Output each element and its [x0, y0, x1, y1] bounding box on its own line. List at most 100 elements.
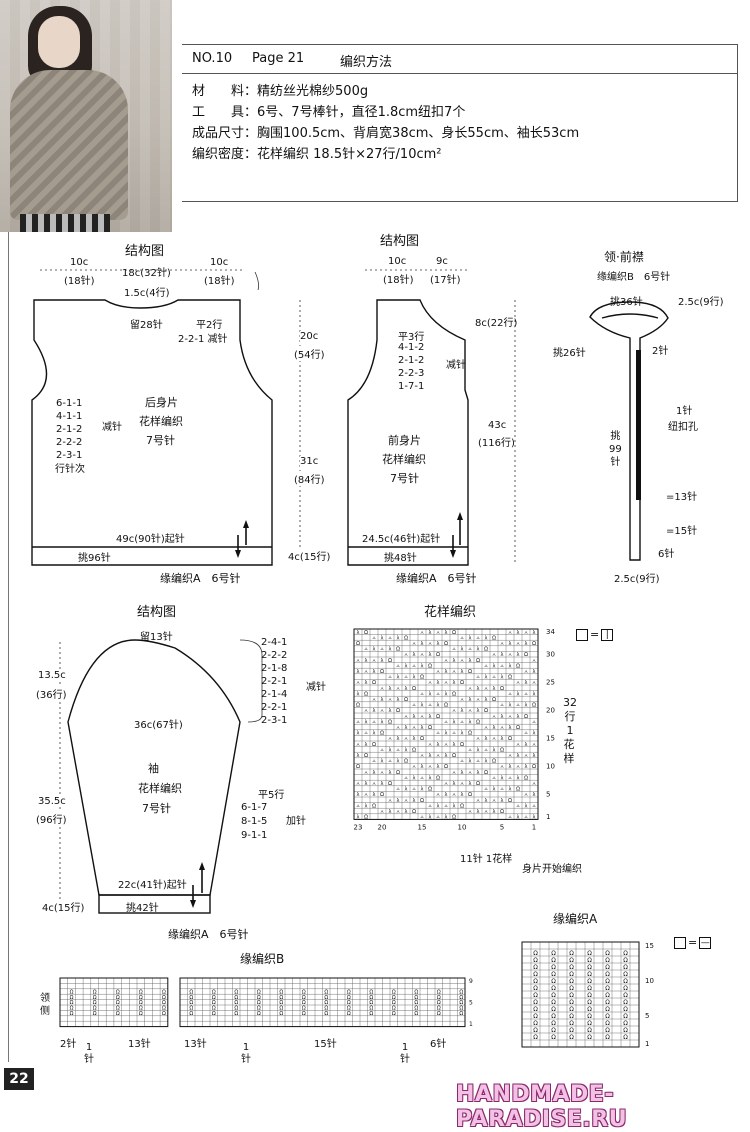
edgeA-stitch-symbol: Ω: [623, 992, 628, 999]
chart-stitch-symbol: ㅅ: [356, 658, 361, 664]
edgeA-stitch-symbol: Ω: [533, 1027, 538, 1034]
chart-stitch-symbol: ㅅ: [484, 809, 489, 815]
chart-stitch-symbol: λ: [461, 708, 464, 714]
chart-stitch-symbol: ㅅ: [476, 635, 481, 641]
chart-stitch-symbol: λ: [437, 641, 440, 647]
chart-stitch-symbol: ㅅ: [452, 792, 457, 798]
chart-stitch-symbol: λ: [517, 630, 520, 636]
chart-stitch-symbol: Ω: [396, 647, 400, 653]
collar-st6: 6针: [658, 549, 675, 560]
front-neck-h: 8c(22行): [475, 318, 518, 329]
chart-stitch-symbol: ㅅ: [364, 708, 369, 714]
chart-stitch-symbol: Ω: [508, 798, 512, 804]
chart-stitch-symbol: λ: [421, 725, 424, 731]
chart-stitch-symbol: ㅅ: [412, 703, 417, 709]
chart-stitch-symbol: ㅅ: [460, 635, 465, 641]
edgeA-stitch-symbol: Ω: [605, 992, 610, 999]
chart-stitch-symbol: ㅅ: [428, 764, 433, 770]
chart-stitch-symbol: ㅅ: [412, 764, 417, 770]
edgeA-stitch-symbol: Ω: [587, 950, 592, 957]
chart-stitch-symbol: Ω: [436, 652, 440, 658]
front-neck-dec-label: 减针: [446, 360, 466, 371]
back-width-right-st: (18针): [204, 276, 235, 287]
chart-stitch-symbol: ㅅ: [404, 714, 409, 720]
chart-stitch-symbol: λ: [445, 753, 448, 759]
chart-legend: = |: [576, 628, 614, 641]
chart-stitch-symbol: Ω: [412, 809, 416, 815]
chart-stitch-symbol: λ: [413, 798, 416, 804]
edgeB-stitch-symbol: Ω: [324, 1011, 328, 1017]
chart-stitch-symbol: λ: [493, 725, 496, 731]
edgeB-stitch-symbol: Ω: [162, 1000, 166, 1006]
instructions-header: NO.10 Page 21 编织方法 材 料：精纺丝光棉纱500g 工 具：6号…: [182, 44, 738, 202]
chart-stitch-symbol: λ: [357, 691, 360, 697]
edgeB-stitch-symbol: Ω: [234, 995, 238, 1001]
edgeB-stitch-symbol: Ω: [302, 1006, 306, 1012]
sleeve-name: 袖: [148, 762, 159, 775]
chart-stitch-symbol: ㅅ: [460, 759, 465, 765]
chart-stitch-symbol: λ: [445, 691, 448, 697]
edgeA-stitch-symbol: Ω: [623, 1034, 628, 1041]
sleeve-edge: 缘编织A 6号针: [168, 928, 249, 941]
chart-stitch-symbol: ㅅ: [452, 770, 457, 776]
edgeB-stitch-symbol: Ω: [257, 1000, 261, 1006]
front-width-right-st: (17针): [430, 275, 461, 286]
chart-stitch-symbol: λ: [477, 770, 480, 776]
edgeB-stitch-symbol: Ω: [212, 1011, 216, 1017]
chart-stitch-symbol: λ: [533, 792, 536, 798]
chart-stitch-symbol: ㅅ: [524, 753, 529, 759]
collar-sub: 缘编织B 6号针: [597, 272, 671, 283]
edgeB-stitch-symbol: Ω: [257, 995, 261, 1001]
edgeA-stitch-symbol: Ω: [551, 950, 556, 957]
chart-stitch-symbol: λ: [365, 658, 368, 664]
edgeB-stitch-symbol: Ω: [162, 1011, 166, 1017]
chart-stitch-symbol: ㅅ: [524, 630, 529, 636]
edgeA-stitch-symbol: Ω: [533, 964, 538, 971]
front-needle: 7号针: [390, 472, 419, 485]
edgeB-stitch-symbol: Ω: [414, 1006, 418, 1012]
chart-stitch-symbol: λ: [373, 792, 376, 798]
chart-stitch-symbol: ㅅ: [516, 764, 521, 770]
edgeA-stitch-symbol: Ω: [623, 1006, 628, 1013]
edgeB-title: 缘编织B: [240, 952, 285, 966]
chart-stitch-symbol: ㅅ: [388, 736, 393, 742]
chart-stitch-symbol: ㅅ: [372, 658, 377, 664]
chart-stitch-symbol: λ: [429, 714, 432, 720]
chart-stitch-symbol: ㅅ: [356, 719, 361, 725]
collar-bottom-width: 2.5c(9行): [614, 574, 660, 585]
chart-stitch-symbol: λ: [493, 747, 496, 753]
chart-stitch-symbol: ㅅ: [476, 675, 481, 681]
chart-stitch-symbol: ㅅ: [396, 725, 401, 731]
edgeA-stitch-symbol: Ω: [569, 1034, 574, 1041]
chart-row-number: 1: [546, 813, 550, 821]
chart-row-number: 10: [546, 763, 555, 771]
chart-stitch-symbol: ㅅ: [452, 708, 457, 714]
chart-stitch-symbol: ㅅ: [364, 770, 369, 776]
chart-stitch-symbol: ㅅ: [372, 697, 377, 703]
edgeB-stitch-symbol: Ω: [70, 1000, 74, 1006]
chart-stitch-symbol: λ: [517, 753, 520, 759]
chart-stitch-symbol: ㅅ: [476, 697, 481, 703]
chart-stitch-symbol: Ω: [500, 809, 504, 815]
chart-stitch-symbol: Ω: [532, 764, 536, 770]
edgeB-stitch-symbol: Ω: [392, 989, 396, 995]
edgeA-stitch-symbol: Ω: [533, 1006, 538, 1013]
edgeB-stitch-symbol: Ω: [162, 995, 166, 1001]
chart-stitch-symbol: ㅅ: [356, 680, 361, 686]
chart-stitch-symbol: ㅅ: [516, 641, 521, 647]
edgeB-stitch-symbol: Ω: [324, 1006, 328, 1012]
chart-stitch-symbol: ㅅ: [436, 630, 441, 636]
chart-stitch-symbol: λ: [461, 669, 464, 675]
chart-stitch-symbol: ㅅ: [524, 815, 529, 821]
chart-stitch-symbol: Ω: [444, 703, 448, 709]
chart-stitch-symbol: λ: [397, 736, 400, 742]
chart-stitch-symbol: ㅅ: [420, 815, 425, 821]
chart-stitch-symbol: λ: [509, 725, 512, 731]
chart-stitch-symbol: ㅅ: [388, 635, 393, 641]
edgeB-stitch-symbol: Ω: [437, 1000, 441, 1006]
chart-stitch-symbol: Ω: [396, 770, 400, 776]
edgeB-stitch-symbol: Ω: [302, 1000, 306, 1006]
